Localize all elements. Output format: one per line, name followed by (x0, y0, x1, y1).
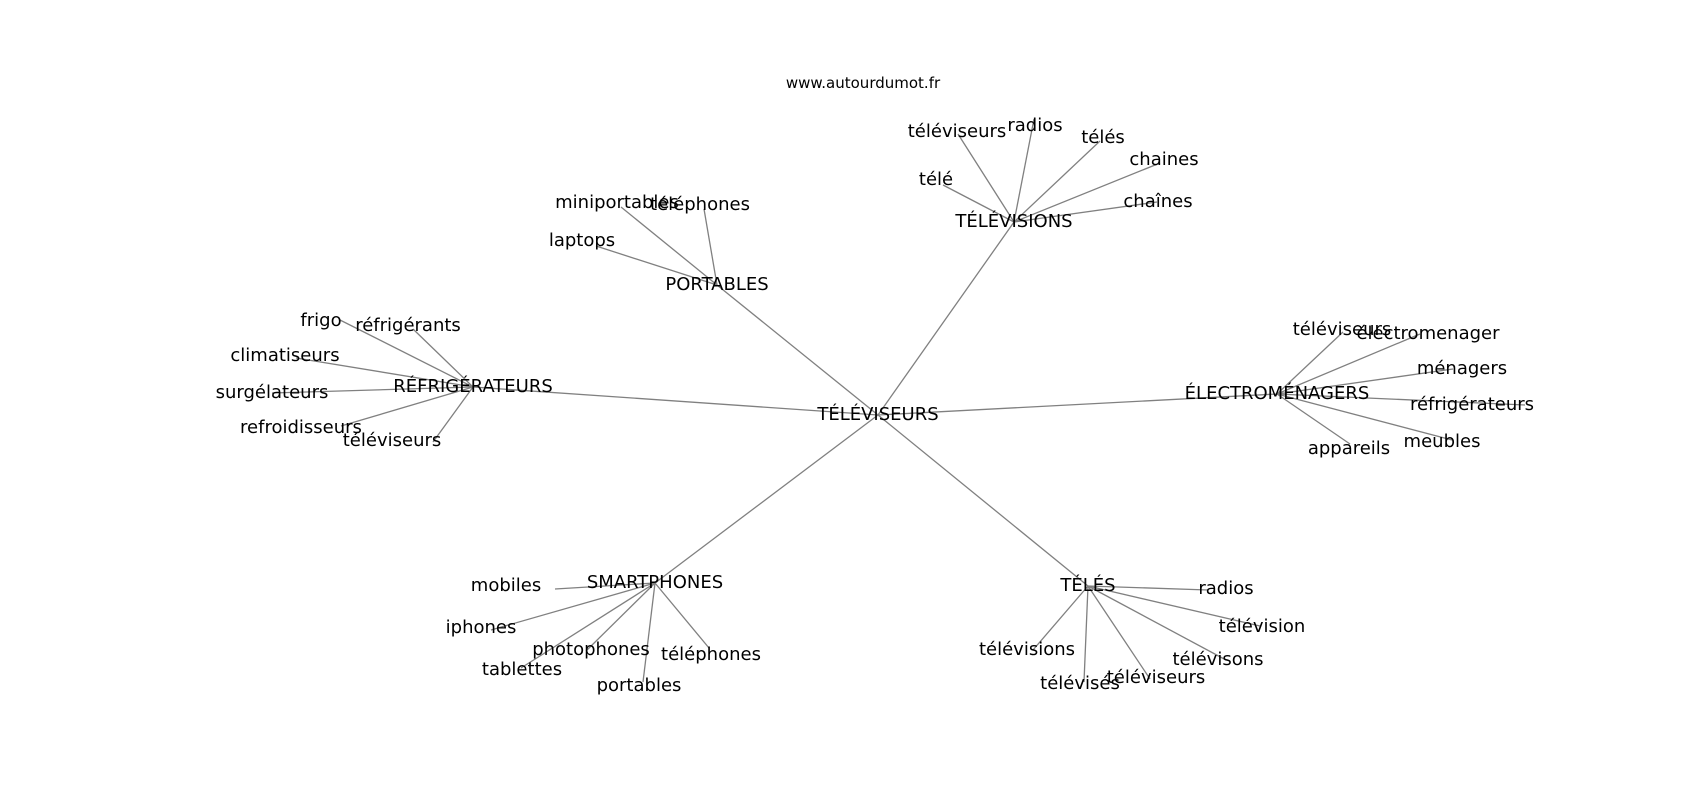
edge-hub-to-leaf (595, 245, 718, 286)
hub-node-label: TÉLÉVISIONS (954, 210, 1072, 232)
leaf-node-label: photophones (532, 639, 650, 660)
edge-hub-to-leaf (412, 328, 474, 388)
hub-node-label: RÉFRIGÉRATEURS (393, 375, 553, 397)
edge-hub-to-leaf (1087, 585, 1209, 591)
leaf-node-label: laptops (549, 230, 615, 251)
leaf-node-label: téléphones (650, 194, 750, 215)
leaf-node-label: téléviseurs (1107, 667, 1206, 688)
watermark: www.autourdumot.fr (786, 74, 941, 92)
leaf-node-label: tablettes (482, 659, 562, 680)
edge-center-to-hub (472, 386, 879, 416)
leaf-node-label: télévisions (979, 639, 1075, 660)
edge-hub-to-leaf (1276, 333, 1421, 395)
edge-hub-to-leaf (1087, 585, 1151, 680)
leaf-node-label: télévisons (1172, 649, 1263, 670)
edge-hub-to-leaf (642, 582, 656, 683)
edge-center-to-hub (654, 414, 879, 584)
leaf-node-label: télé (919, 169, 953, 190)
leaf-node-label: téléviseurs (343, 430, 442, 451)
edge-hub-to-leaf (1032, 585, 1089, 651)
leaf-node-label: téléviseurs (1293, 319, 1392, 340)
edge-hub-to-leaf (1013, 140, 1101, 223)
edge-hub-to-leaf (1083, 585, 1089, 683)
edge-hub-to-leaf (703, 208, 718, 286)
edge-hub-to-leaf (620, 206, 718, 286)
hub-node-label: TÉLÉS (1059, 574, 1115, 596)
leaf-node-label: frigo (300, 310, 341, 331)
edge-hub-to-leaf (490, 582, 656, 631)
edge-hub-to-leaf (1276, 393, 1453, 441)
hub-node-label: ÉLECTROMÉNAGERS (1185, 382, 1370, 404)
edge-center-to-hub (877, 414, 1089, 587)
leaf-node-label: électromenager (1356, 323, 1500, 344)
edge-hub-to-leaf (339, 319, 474, 388)
leaf-node-label: iphones (446, 617, 517, 638)
edge-hub-to-leaf (1276, 331, 1344, 395)
edge-hub-to-leaf (1276, 393, 1526, 406)
edge-hub-to-leaf (432, 386, 474, 443)
edge-hub-to-leaf (1276, 393, 1351, 445)
edge-hub-to-leaf (585, 582, 656, 652)
edge-hub-to-leaf (520, 582, 656, 669)
leaf-node-label: refroidisseurs (240, 417, 362, 438)
edge-hub-to-leaf (957, 133, 1015, 223)
leaf-node-label: réfrigérateurs (1410, 394, 1534, 415)
leaf-node-label: meubles (1404, 431, 1481, 452)
edge-hub-to-leaf (340, 386, 474, 427)
leaf-node-label: télés (1081, 127, 1125, 148)
edge-hub-to-leaf (1013, 162, 1161, 223)
edge-hub-to-leaf (942, 184, 1015, 223)
hub-node-label: SMARTPHONES (587, 572, 723, 593)
leaf-node-label: climatiseurs (230, 345, 339, 366)
edge-hub-to-leaf (1087, 585, 1227, 661)
edge-hub-to-leaf (295, 357, 474, 388)
leaf-node-label: télévisés (1040, 673, 1120, 694)
leaf-node-label: surgélateurs (216, 382, 329, 403)
edge-hub-to-leaf (1087, 585, 1261, 627)
leaf-node-label: réfrigérants (355, 315, 461, 336)
hub-node-label: PORTABLES (665, 274, 768, 295)
graph-labels: www.autourdumot.fr TÉLÉVISEURS TÉLÉVISION… (216, 74, 1534, 696)
leaf-node-label: miniportables (555, 192, 679, 213)
edge-center-to-hub (877, 221, 1015, 416)
edge-hub-to-leaf (1276, 368, 1454, 395)
edge-hub-to-leaf (271, 386, 474, 394)
leaf-node-label: chaînes (1123, 191, 1192, 212)
leaf-node-label: mobiles (471, 575, 541, 596)
leaf-node-label: ménagers (1417, 358, 1507, 379)
edge-hub-to-leaf (654, 582, 710, 649)
edge-hub-to-leaf (1013, 118, 1035, 223)
leaf-node-label: radios (1198, 578, 1253, 599)
edge-hub-to-leaf (554, 582, 656, 590)
edge-center-to-hub (716, 284, 879, 416)
leaf-node-label: téléviseurs (908, 121, 1007, 142)
edge-hub-to-leaf (1013, 201, 1158, 223)
leaf-node-label: téléphones (661, 644, 761, 665)
edge-center-to-hub (877, 393, 1278, 416)
leaf-node-label: chaines (1129, 149, 1198, 170)
leaf-node-label: appareils (1308, 438, 1390, 459)
leaf-node-label: portables (597, 675, 682, 696)
center-node-label: TÉLÉVISEURS (816, 403, 938, 425)
graph-edges (271, 118, 1526, 683)
leaf-node-label: radios (1007, 115, 1062, 136)
leaf-node-label: télévision (1219, 616, 1306, 637)
